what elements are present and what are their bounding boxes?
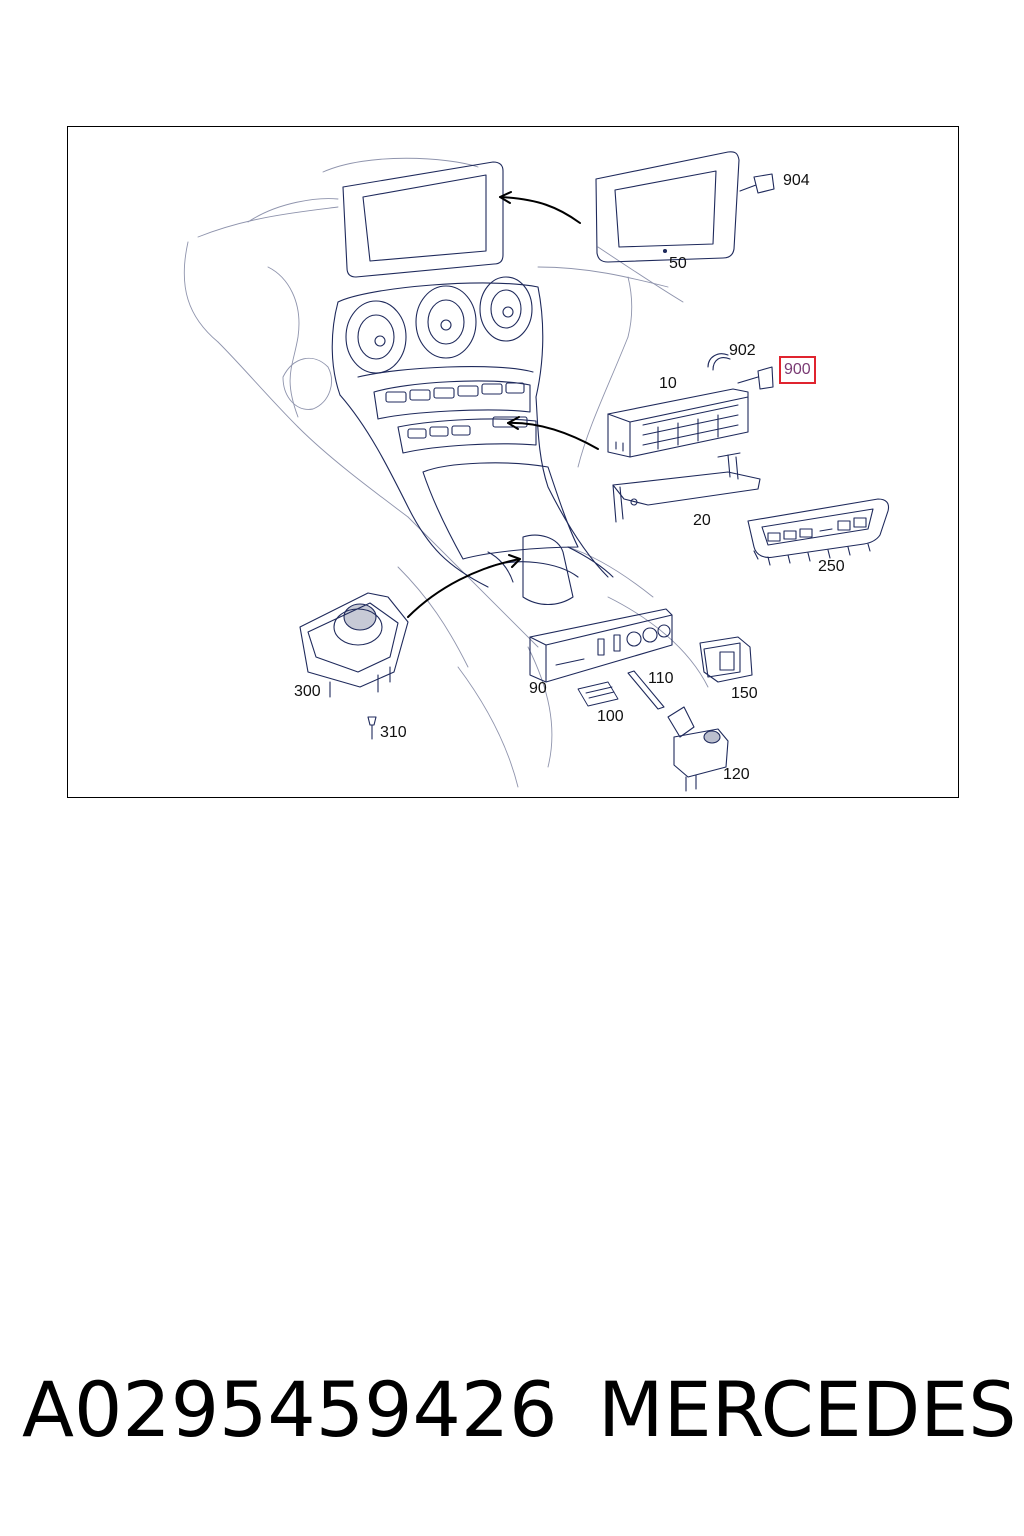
clip-902 [707,353,731,371]
callout-150: 150 [731,685,758,702]
switch-150 [699,636,753,683]
control-panel-250 [747,498,890,566]
connector-900 [737,366,774,390]
brand-name: MERCEDES [598,1365,1017,1454]
center-console [331,276,614,606]
dashboard-outline [183,157,709,788]
parts-diagram-frame: 904 50 902 900 10 20 250 300 310 90 110 … [67,126,959,798]
callout-902: 902 [729,342,756,359]
switch-panel-90 [529,608,673,683]
head-unit-10 [607,388,749,458]
callout-90: 90 [529,680,547,697]
arrow-display [499,191,581,224]
callout-50: 50 [669,255,687,272]
arrow-head-unit [507,416,599,450]
callout-10: 10 [659,375,677,392]
switch-120 [667,706,729,792]
console-buttons-row [385,382,528,439]
display-50 [595,151,740,263]
callout-20: 20 [693,512,711,529]
screw-310 [367,716,377,740]
label-100 [577,681,619,707]
callout-120: 120 [723,766,750,783]
callout-100: 100 [597,708,624,725]
arrow-controller [407,554,521,618]
dashboard-exploded-drawing [183,151,890,792]
callout-250: 250 [818,558,845,575]
controller-300 [299,592,409,698]
callout-110: 110 [648,670,674,687]
dash-display-installed [342,161,504,278]
bracket-20 [612,452,761,523]
callout-900-highlighted[interactable]: 900 [779,356,816,384]
callout-904: 904 [783,172,810,189]
callout-310: 310 [380,724,407,741]
product-caption: A0295459426 MERCEDES [0,1372,1024,1472]
strip-110 [627,670,665,710]
connector-904 [739,173,775,194]
callout-300: 300 [294,683,321,700]
part-number: A0295459426 [22,1365,558,1454]
